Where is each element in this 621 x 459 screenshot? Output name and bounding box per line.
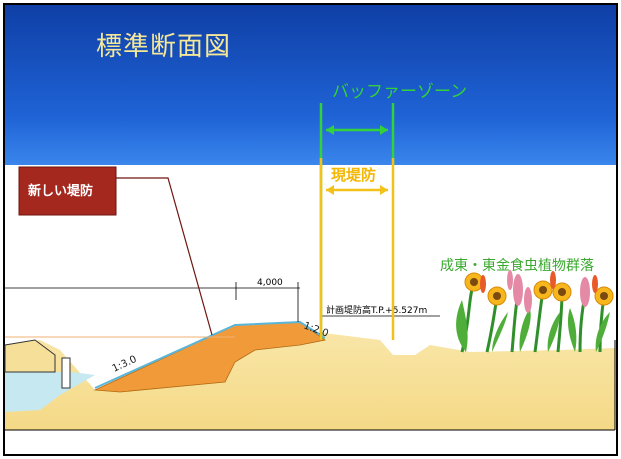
- current-levee-label: 現堤防: [331, 166, 376, 184]
- ground: [5, 330, 615, 430]
- new-levee-label-box: [18, 166, 117, 216]
- water: [5, 372, 95, 412]
- buffer-arrow-right-head: [380, 125, 388, 135]
- new-levee-label: 新しい堤防: [28, 183, 93, 199]
- page-title: 標準断面図: [96, 32, 231, 62]
- header-band: [5, 5, 616, 165]
- buffer-arrow-left-head: [326, 125, 334, 135]
- new-levee-callout-line: [116, 177, 213, 336]
- current-arrow-right-head: [380, 185, 388, 195]
- design-height-label: 計画堤防高T.P.+5.527m: [326, 304, 427, 316]
- buffer-zone-label: バッファーゾーン: [332, 82, 467, 102]
- plant-illustration: [456, 270, 614, 353]
- levee-surface-line: [94, 320, 326, 389]
- width-dimension: 4,000: [257, 278, 283, 288]
- revetment-post: [61, 357, 71, 389]
- left-bank: [4, 339, 56, 373]
- current-arrow-left-head: [326, 185, 334, 195]
- plant-community-label: 成東・東金食虫植物群落: [440, 257, 594, 274]
